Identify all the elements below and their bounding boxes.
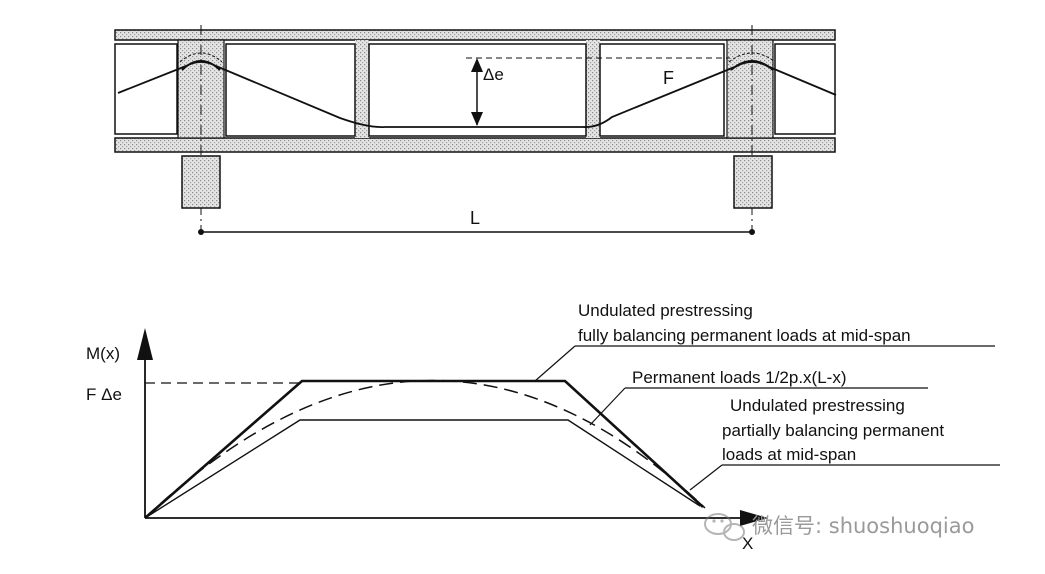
tendon xyxy=(117,61,837,128)
wechat-icon xyxy=(704,513,745,541)
x-axis-label: X xyxy=(742,534,753,553)
curve-partial-balancing xyxy=(144,419,701,519)
bottom-flange xyxy=(114,137,836,153)
web-opening xyxy=(599,43,725,137)
span-label: L xyxy=(470,208,480,228)
eccentricity-label: Δe xyxy=(483,65,504,84)
moment-diagram: M(x) X F Δe Undulated prestressing fully… xyxy=(86,301,1000,553)
watermark-text: 微信号: shuoshuoqiao xyxy=(752,514,974,538)
deviator-right xyxy=(728,52,776,63)
web-opening xyxy=(225,43,356,137)
annotation-permanent: Permanent loads 1/2p.x(L-x) xyxy=(632,368,847,387)
leader-full xyxy=(534,345,576,382)
web-opening xyxy=(114,43,178,135)
diaphragm-right xyxy=(726,39,774,139)
web-strip xyxy=(586,40,600,138)
x-axis-arrowhead xyxy=(740,510,768,526)
span-dimension-tick-right xyxy=(749,229,755,235)
eccentricity-arrowhead-top xyxy=(471,58,483,72)
annotation-full-line2: fully balancing permanent loads at mid-s… xyxy=(578,326,911,345)
y-axis-arrowhead xyxy=(137,328,153,360)
curve-permanent-loads xyxy=(144,379,706,519)
annotation-partial-line3: loads at mid-span xyxy=(722,445,856,464)
annotation-partial-line1: Undulated prestressing xyxy=(730,396,905,415)
leader-permanent xyxy=(589,387,626,426)
eccentricity-arrowhead-bottom xyxy=(471,112,483,126)
web-opening xyxy=(774,43,836,135)
annotation-partial-line2: partially balancing permanent xyxy=(722,421,944,440)
web-strip xyxy=(355,40,369,138)
annotation-full-line1: Undulated prestressing xyxy=(578,301,753,320)
leader-partial xyxy=(689,464,723,491)
beam-elevation: Δe F L xyxy=(114,25,837,235)
support-pier-left xyxy=(181,155,221,209)
support-pier-right xyxy=(733,155,773,209)
force-label: F xyxy=(663,68,674,88)
deviator-left xyxy=(179,52,223,63)
y-axis-label: M(x) xyxy=(86,344,120,363)
span-dimension-tick-left xyxy=(198,229,204,235)
max-moment-label: F Δe xyxy=(86,385,122,404)
deviator-left xyxy=(181,60,221,71)
watermark: 微信号: shuoshuoqiao xyxy=(704,513,974,541)
top-flange xyxy=(114,29,836,41)
